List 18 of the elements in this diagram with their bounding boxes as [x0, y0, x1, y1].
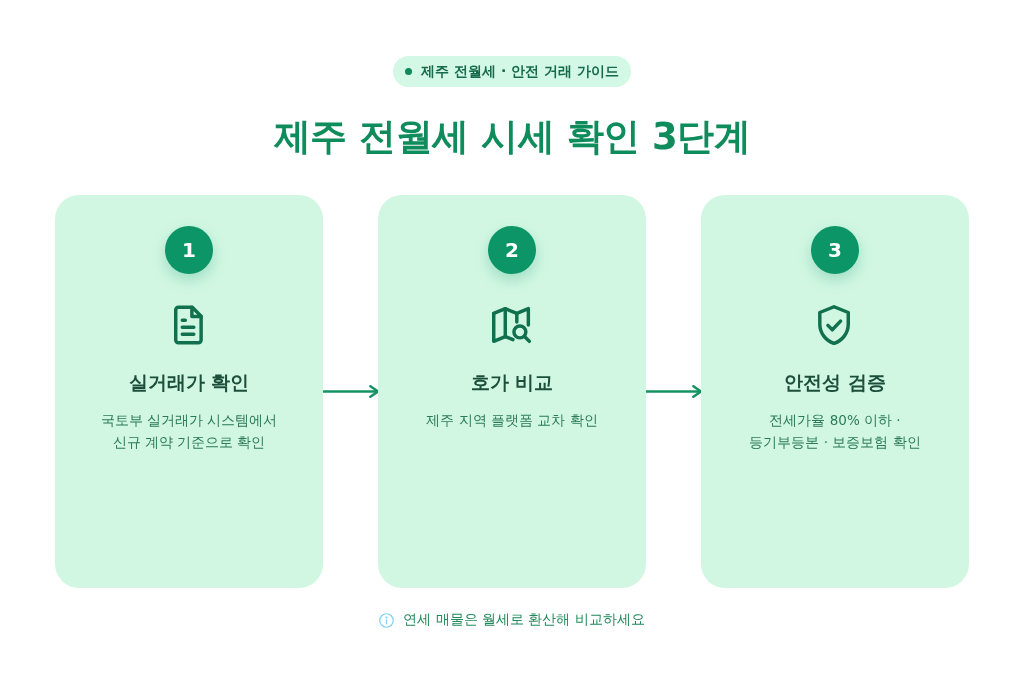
step-card [55, 195, 323, 588]
page-title: 제주 전월세 시세 확인 3단계 [273, 114, 751, 160]
badge-pill [393, 56, 631, 87]
arrow [644, 384, 703, 399]
badge-text: 제주 전월세 · 안전 거래 가이드 [421, 62, 619, 81]
arrow [321, 384, 380, 399]
step-number-circle: 2 [488, 226, 536, 274]
step-number-circle: 1 [165, 226, 213, 274]
step-description: 전세가율 80% 이하 · 등기부등본 · 보증보험 확인 [748, 411, 922, 452]
step-title: 호가 비교 [470, 370, 554, 395]
step-card [701, 195, 969, 588]
step-number-circle: 3 [811, 226, 859, 274]
step-title: 안전성 검증 [784, 370, 886, 395]
step-description: 제주 지역 플랫폼 교차 확인 [426, 411, 598, 430]
note-text: 연세 매물은 월세로 환산해 비교하세요 [403, 611, 645, 629]
step-title: 실거래가 확인 [128, 370, 250, 395]
step-card [378, 195, 646, 588]
step-description: 국토부 실거래가 시스템에서 신규 계약 기준으로 확인 [99, 411, 279, 452]
